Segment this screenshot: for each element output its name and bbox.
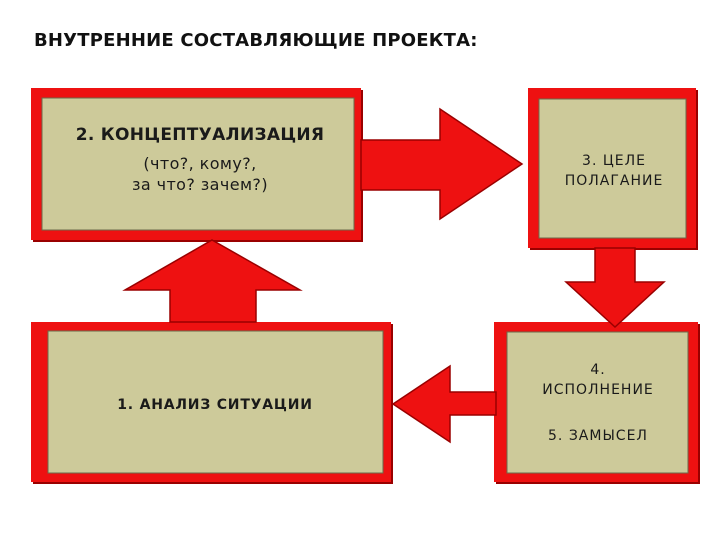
- box-conceptualization: [31, 88, 363, 242]
- idea-label: 5. ЗАМЫСЕЛ: [548, 428, 648, 444]
- box-execution: [494, 322, 700, 484]
- conceptualization-questions-line-1: (что?, кому?,: [143, 154, 257, 173]
- execution-line-2: ИСПОЛНЕНИЕ: [542, 382, 654, 398]
- execution-label: 4. ИСПОЛНЕНИЕ: [510, 360, 686, 400]
- arrow-up: [122, 239, 303, 323]
- arrow-down: [564, 247, 666, 329]
- box-goal-setting: [528, 88, 698, 250]
- arrow-right: [360, 107, 524, 221]
- goal-setting-label: 3. ЦЕЛЕ ПОЛАГАНИЕ: [540, 151, 688, 191]
- slide-title: ВНУТРЕННИЕ СОСТАВЛЯЮЩИЕ ПРОЕКТА:: [34, 30, 478, 51]
- execution-line-1: 4.: [590, 362, 606, 378]
- goal-setting-line-1: 3. ЦЕЛЕ: [582, 153, 646, 169]
- box-situation-analysis: [31, 322, 393, 484]
- arrow-left: [391, 364, 497, 444]
- goal-setting-line-2: ПОЛАГАНИЕ: [564, 173, 664, 189]
- conceptualization-title: 2. КОНЦЕПТУАЛИЗАЦИЯ: [75, 125, 325, 145]
- situation-analysis-label: 1. АНАЛИЗ СИТУАЦИИ: [117, 397, 313, 413]
- conceptualization-questions-line-2: за что? зачем?): [132, 175, 268, 194]
- conceptualization-questions: (что?, кому?, за что? зачем?): [50, 153, 350, 195]
